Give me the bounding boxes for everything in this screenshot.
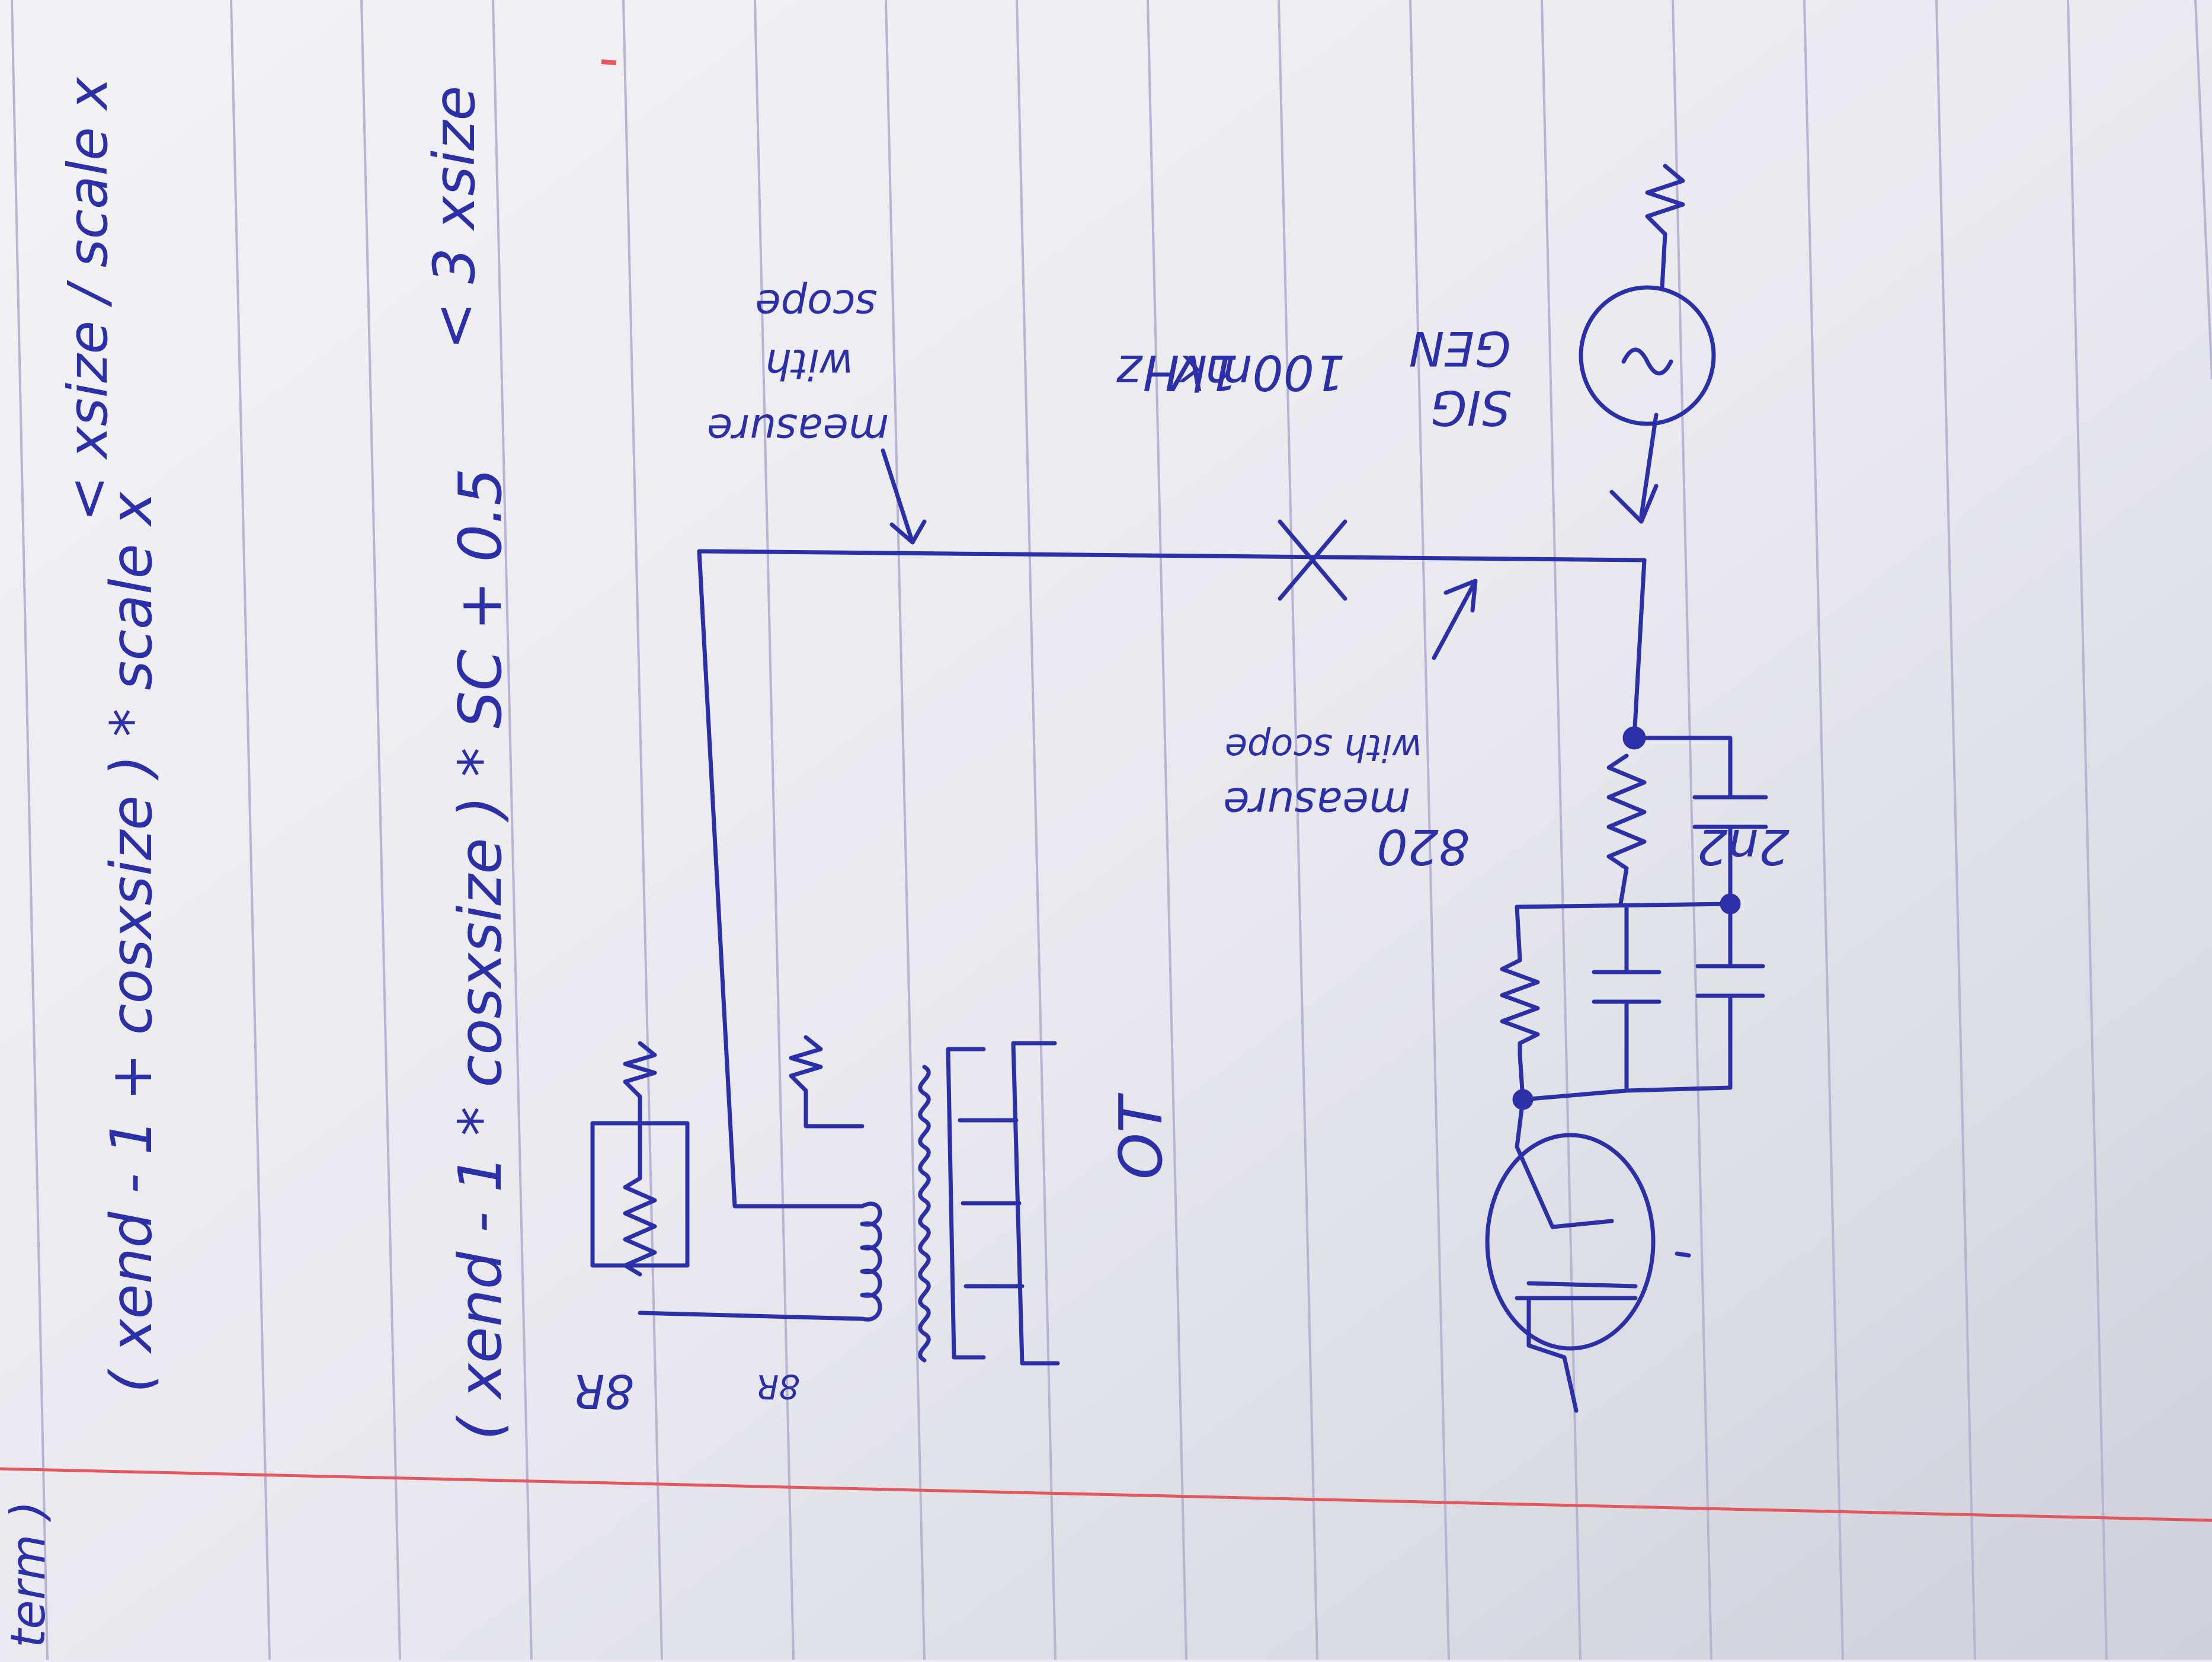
margin-line xyxy=(0,1467,2212,1522)
gen-ground-lead xyxy=(1660,232,1667,290)
sig-level-text: 100mV xyxy=(1169,344,1345,400)
plate-wire xyxy=(1632,558,1647,740)
cap-bypass-wire xyxy=(1632,736,1733,800)
margin-scrap-text: term ) xyxy=(1,1501,56,1648)
formula-bottom-text: ( xend - 1 * cosxsize ) * SC + 0.5 xyxy=(446,468,515,1440)
rk-wire xyxy=(1515,904,1522,963)
resistor-820 xyxy=(1606,753,1647,906)
sine-icon xyxy=(1621,347,1673,376)
resistor-820-text: 820 xyxy=(1377,818,1470,874)
signal-wire-top xyxy=(697,549,1647,562)
transformer-winding-sketch xyxy=(918,1065,931,1363)
transformer-tap-label: 8R xyxy=(756,1367,800,1405)
tube-grid xyxy=(1526,1281,1638,1289)
transformer-tap xyxy=(804,1088,865,1129)
speaker-load-text: 8R xyxy=(572,1364,634,1417)
signal-generator-icon xyxy=(1579,285,1716,426)
transformer-return xyxy=(638,1311,865,1321)
transformer-core-sketch xyxy=(946,1047,986,1360)
sig-gen-label: SIG GEN xyxy=(1409,321,1511,435)
margin-scrap: term ) xyxy=(1,1501,56,1648)
ground-icon-b xyxy=(789,1035,823,1093)
ground-icon-c xyxy=(623,1041,657,1099)
measure-top-label: measure with scope xyxy=(707,280,889,453)
tube-tick xyxy=(1675,1251,1691,1258)
triode-tube-icon xyxy=(1485,1133,1656,1351)
ot-label: OT xyxy=(1106,1092,1176,1180)
signal-wire xyxy=(697,549,865,1209)
speaker-load-label: 8R xyxy=(572,1364,634,1417)
measure-top-line3: scope xyxy=(756,280,877,329)
transformer-primary-coil xyxy=(860,1201,882,1322)
network-rail xyxy=(1515,902,1733,909)
cathode-resistor xyxy=(1500,958,1540,1057)
red-mark xyxy=(601,59,617,65)
transformer-secondary-ticks xyxy=(958,1118,1025,1289)
formula-bottom-tail: < 3 xsize xyxy=(421,86,488,350)
sig-gen-line2: GEN xyxy=(1409,321,1511,376)
sig-freq-text: 1kHz xyxy=(1116,344,1238,400)
gen-lead xyxy=(1639,413,1659,518)
tube-heater xyxy=(1526,1296,1579,1413)
load-resistor-8r xyxy=(623,1130,657,1277)
formula-top-text: ( xend - 1 + cosxsize ) * scale x xyxy=(98,491,165,1393)
measure-arrow-mid-icon xyxy=(1432,578,1478,660)
cut-mark-icon xyxy=(1278,519,1347,601)
ruled-lines xyxy=(11,0,2212,1660)
formula-top-tail: < xsize / scale x xyxy=(56,76,120,522)
tube-lead xyxy=(1515,1097,1614,1229)
measure-mid-label: measure with scope xyxy=(1223,726,1422,828)
transformer-tap-text: 8R xyxy=(756,1367,800,1405)
formula-bottom: ( xend - 1 * cosxsize ) * SC + 0.5 xyxy=(446,468,515,1440)
schematic xyxy=(590,164,1768,1413)
sig-freq-label: 1kHz xyxy=(1116,344,1238,400)
sig-level-label: 100mV xyxy=(1169,344,1345,400)
measure-mid-line1: measure xyxy=(1223,778,1410,828)
ground-icon xyxy=(1645,164,1685,236)
measure-mid-line2: with scope xyxy=(1225,726,1422,769)
formula-top: ( xend - 1 + cosxsize ) * scale x xyxy=(98,491,165,1393)
measure-top-line1: measure xyxy=(707,405,889,453)
cap-2n2-text: 2n2 xyxy=(1697,818,1790,874)
measure-arrow-top-icon xyxy=(881,448,927,545)
ot-text: OT xyxy=(1106,1092,1176,1180)
measure-top-line2: with xyxy=(765,340,853,388)
formula-bottom-tail-text: < 3 xsize xyxy=(421,86,488,350)
arrow-to-node-icon xyxy=(1609,484,1659,524)
cap-2n2-label: 2n2 xyxy=(1697,818,1790,874)
resistor-820-label: 820 xyxy=(1377,818,1470,874)
sig-gen-line1: SIG xyxy=(1430,380,1511,435)
cap-b-wire-b xyxy=(1624,993,1733,1093)
formula-top-tail-text: < xsize / scale x xyxy=(56,76,120,522)
